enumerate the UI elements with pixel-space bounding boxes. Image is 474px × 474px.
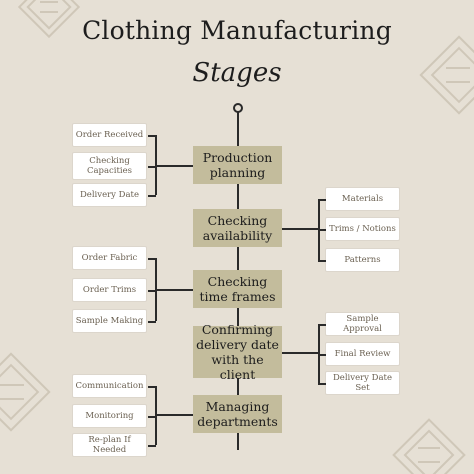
- page-subtitle: Stages: [192, 58, 282, 88]
- stage-box: Production planning: [193, 146, 282, 184]
- stage-connector: [155, 165, 193, 167]
- bracket-tick: [318, 199, 326, 201]
- sub-step-label: Monitoring: [85, 411, 134, 421]
- bracket-tick: [148, 135, 156, 137]
- stage-connector: [282, 352, 318, 354]
- stage-label: Production planning: [202, 150, 273, 180]
- monogram-ornament-top-left: [17, 0, 81, 39]
- sub-step-item: Sample Approval: [325, 312, 400, 336]
- stage-label: Checking time frames: [199, 274, 276, 304]
- bracket-tick: [318, 383, 326, 385]
- bracket-vertical: [318, 324, 320, 383]
- stage-label: Checking availability: [202, 213, 273, 243]
- sub-step-label: Patterns: [344, 255, 381, 265]
- sub-step-item: Delivery Date Set: [325, 371, 400, 395]
- sub-step-item: Delivery Date: [72, 183, 147, 207]
- sub-step-label: Order Received: [75, 130, 144, 140]
- sub-step-item: Patterns: [325, 248, 400, 272]
- sub-step-item: Sample Making: [72, 309, 147, 333]
- bracket-tick: [148, 258, 156, 260]
- bracket-tick: [318, 260, 326, 262]
- bracket-tick: [148, 386, 156, 388]
- sub-step-item: Monitoring: [72, 404, 147, 428]
- sub-step-label: Sample Making: [75, 316, 144, 326]
- sub-step-item: Communication: [72, 374, 147, 398]
- sub-step-item: Trims / Notions: [325, 217, 400, 241]
- sub-step-item: Order Fabric: [72, 246, 147, 270]
- stage-box: Checking availability: [193, 209, 282, 247]
- sub-step-item: Re-plan If Needed: [72, 433, 147, 457]
- sub-step-label: Delivery Date Set: [332, 373, 392, 393]
- stage-box: Checking time frames: [193, 270, 282, 308]
- monogram-ornament-top-right: [419, 35, 474, 115]
- sub-step-label: Re-plan If Needed: [88, 435, 131, 455]
- bracket-tick: [148, 321, 156, 323]
- bracket-tick: [148, 195, 156, 197]
- sub-step-label: Order Trims: [82, 285, 137, 295]
- stage-connector: [155, 414, 193, 416]
- stage-box: Managing departments: [193, 395, 282, 433]
- bracket-tick: [148, 416, 156, 418]
- bracket-tick: [148, 290, 156, 292]
- sub-step-label: Delivery Date: [79, 190, 139, 200]
- sub-step-item: Order Received: [72, 123, 147, 147]
- sub-step-label: Communication: [75, 381, 144, 391]
- sub-step-label: Sample Approval: [343, 314, 382, 334]
- sub-step-label: Materials: [341, 194, 384, 204]
- sub-step-item: Order Trims: [72, 278, 147, 302]
- sub-step-item: Final Review: [325, 342, 400, 366]
- sub-step-label: Order Fabric: [81, 253, 138, 263]
- bracket-tick: [148, 445, 156, 447]
- bracket-tick: [318, 229, 326, 231]
- sub-step-label: Trims / Notions: [329, 224, 396, 234]
- stage-label: Confirming delivery date with the client: [196, 322, 279, 382]
- bracket-tick: [148, 166, 156, 168]
- bracket-vertical: [155, 386, 157, 445]
- monogram-ornament-bottom-left: [0, 352, 51, 432]
- bracket-tick: [318, 354, 326, 356]
- stage-box: Confirming delivery date with the client: [193, 322, 282, 382]
- sub-step-label: Final Review: [334, 349, 391, 359]
- sub-step-item: Checking Capacities: [72, 152, 147, 180]
- stage-label: Managing departments: [197, 399, 278, 429]
- monogram-ornament-bottom-right: [392, 418, 466, 474]
- stage-connector: [282, 228, 318, 230]
- page-title: Clothing Manufacturing: [82, 16, 392, 45]
- bracket-tick: [318, 324, 326, 326]
- stage-connector: [155, 289, 193, 291]
- sub-step-label: Checking Capacities: [86, 156, 133, 176]
- sub-step-item: Materials: [325, 187, 400, 211]
